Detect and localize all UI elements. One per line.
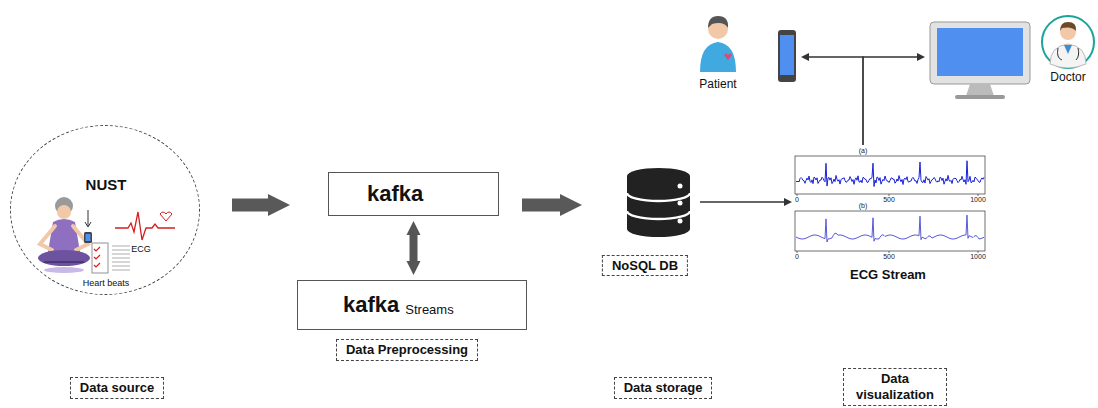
node-text: ECG [131, 244, 151, 254]
doctor-icon [1042, 16, 1094, 68]
patient: Patient [690, 15, 800, 95]
axis-tick: 500 [883, 253, 895, 260]
connector-arrow [863, 57, 917, 145]
stage-label: Data storage [614, 377, 713, 399]
subplot-label: (a) [859, 147, 868, 154]
lady-figure [38, 197, 90, 273]
stage-label: Data visualization [843, 368, 947, 405]
node-text: Streams [405, 302, 453, 317]
axis-tick: 0 [795, 253, 799, 260]
database: NoSQL DB [598, 165, 698, 283]
node-text: kafka [343, 292, 399, 318]
database-icon [627, 168, 690, 237]
node-text: NUST [86, 176, 127, 193]
ecg-chart [795, 156, 985, 253]
ecg-trace [796, 215, 984, 242]
patient-icon [700, 16, 736, 72]
monitor-icon [930, 22, 1030, 99]
doctor: Doctor [925, 12, 1098, 88]
subplot-label: (b) [859, 202, 868, 209]
node-text: kafka [367, 181, 423, 207]
node-text: NoSQL DB [602, 255, 688, 276]
ecg-trace [796, 161, 984, 187]
node-text: ECG Stream [850, 267, 926, 282]
node-text: Patient [699, 77, 736, 91]
axis-tick: 500 [883, 196, 895, 203]
stage-label: Data Preprocessing [336, 339, 478, 361]
phone-icon [778, 30, 796, 82]
stage-label-text: Data visualization [856, 371, 934, 402]
stage-label-text: Data source [80, 380, 154, 395]
kafka-streams-box: kafka Streams [297, 280, 527, 330]
stage-label: Data source [70, 377, 164, 399]
stage-label-text: Data Preprocessing [346, 342, 468, 357]
connector-arrow [700, 201, 784, 202]
ecg-stream-chart: ECG Stream [788, 145, 988, 290]
axis-tick: 1000 [970, 253, 986, 260]
connector-arrow [410, 235, 418, 261]
connector-arrow [232, 199, 268, 212]
axis-tick: 1000 [970, 196, 986, 203]
connector-arrow [809, 57, 863, 145]
kafka-box: kafka [328, 172, 499, 216]
node-text: Doctor [1050, 70, 1085, 84]
checklist [92, 243, 130, 273]
axis-tick: 0 [795, 196, 799, 203]
stage-label-text: Data storage [624, 380, 703, 395]
data-source-group: NUST ECG Heart beats [10, 125, 200, 295]
node-text: Heart beats [83, 278, 130, 288]
connector-arrow [522, 199, 560, 212]
